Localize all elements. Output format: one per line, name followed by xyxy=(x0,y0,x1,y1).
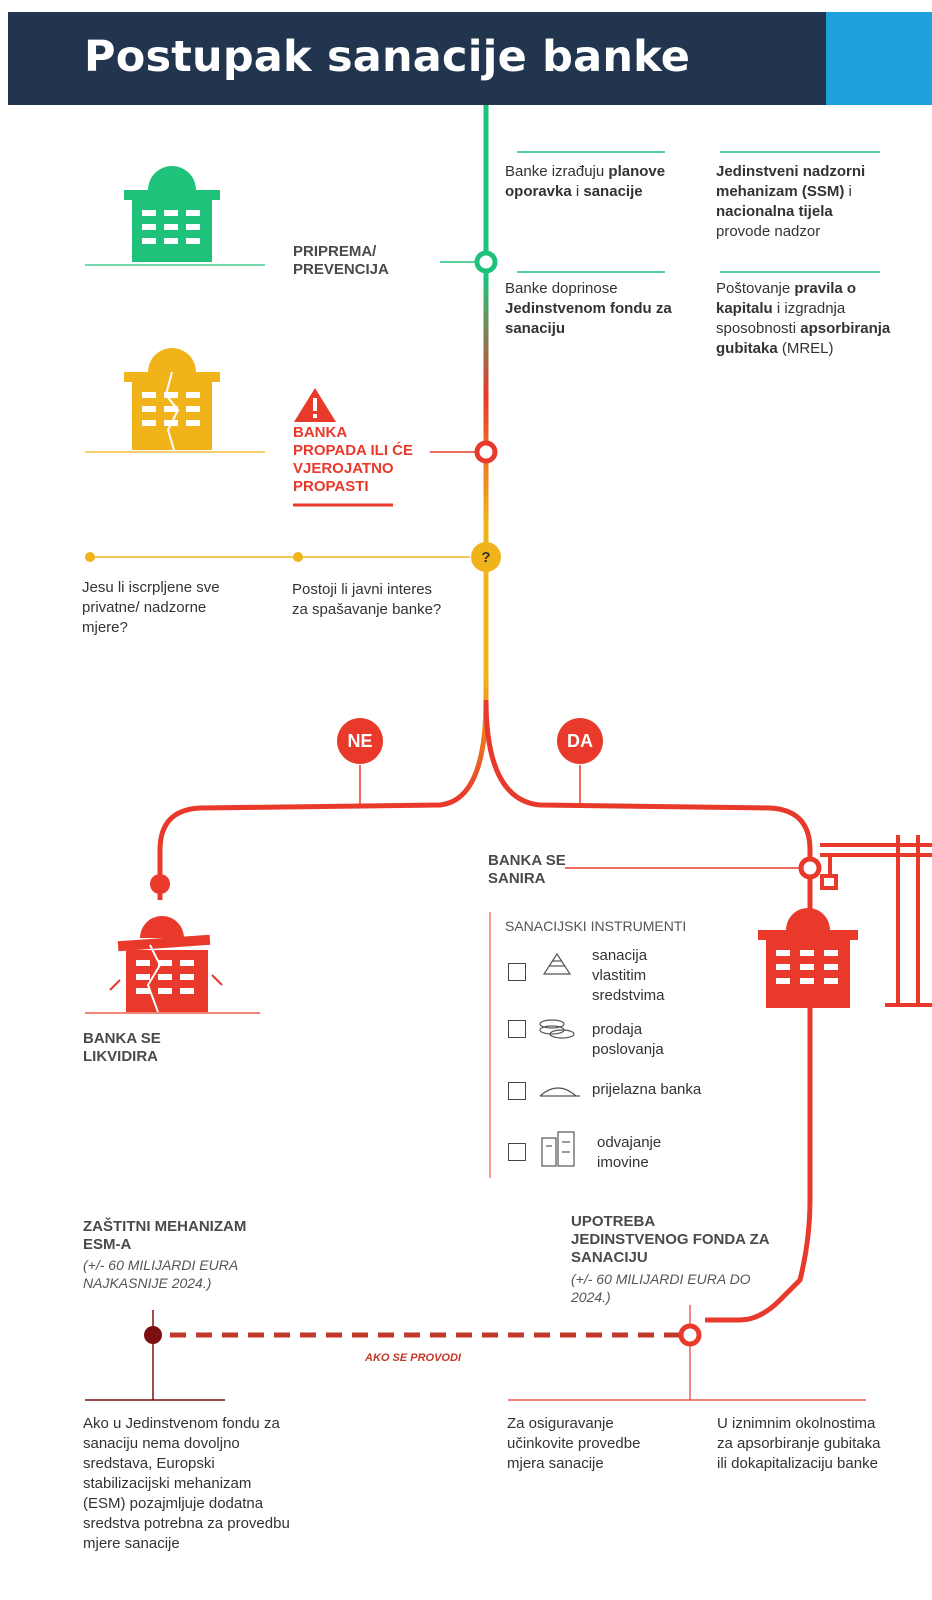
bank-red-icon xyxy=(758,908,858,1008)
resolution-label: BANKA SE SANIRA xyxy=(488,852,566,887)
stage1-label: PRIPREMA/ PREVENCIJA xyxy=(293,243,389,278)
instrument-bail-in: sanacija vlastitim sredstvima xyxy=(592,947,665,1004)
question-dot xyxy=(293,552,303,562)
esm-node xyxy=(144,1326,162,1344)
capital-rules-text: Poštovanje pravila o kapitalu i izgradnj… xyxy=(716,280,891,357)
esm-title: ZAŠTITNI MEHANIZAM ESM-A xyxy=(83,1218,247,1253)
srf-subtitle: (+/- 60 MILIJARDI EURA DO 2024.) xyxy=(571,1271,751,1305)
no-badge: NE xyxy=(337,718,383,764)
title-accent xyxy=(826,12,932,105)
stage1-node xyxy=(474,250,498,274)
buildings-icon xyxy=(541,1131,575,1167)
warning-icon xyxy=(294,388,336,422)
yes-branch-line xyxy=(483,699,813,1323)
pyramid-icon xyxy=(542,952,572,975)
question-1: Jesu li iscrpljene sve privatne/ nadzorn… xyxy=(82,579,220,636)
bridge-icon xyxy=(539,1087,580,1097)
esm-subtitle: (+/- 60 MILIJARDI EURA NAJKASNIJE 2024.) xyxy=(83,1257,239,1291)
instrument-checkbox[interactable] xyxy=(508,1082,526,1100)
liquidation-label: BANKA SE LIKVIDIRA xyxy=(83,1030,161,1065)
srf-title: UPOTREBA JEDINSTVENOG FONDA ZA SANACIJU xyxy=(571,1213,770,1266)
instrument-checkbox[interactable] xyxy=(508,963,526,981)
resolution-node xyxy=(798,856,822,880)
bank-collapsed-icon xyxy=(109,916,223,1013)
esm-text: Ako u Jedinstvenom fondu za sanaciju nem… xyxy=(83,1415,290,1552)
stage2-label: BANKA PROPADA ILI ĆE VJEROJATNO PROPASTI xyxy=(293,424,414,495)
plans-text: Banke izrađuju planove oporavka i sanaci… xyxy=(505,163,666,200)
page-title: Postupak sanacije banke xyxy=(84,32,691,82)
main-trunk-line xyxy=(157,105,489,900)
stage2-node xyxy=(474,440,498,464)
yes-badge: DA xyxy=(557,718,603,764)
question-2: Postoji li javni interes za spašavanje b… xyxy=(292,581,442,618)
question-badge: ? xyxy=(471,542,501,572)
dashed-link-label: AKO SE PROVODI xyxy=(365,1352,461,1364)
instrument-separation: odvajanje imovine xyxy=(597,1134,662,1171)
instrument-sale: prodaja poslovanja xyxy=(592,1021,664,1058)
instrument-checkbox[interactable] xyxy=(508,1020,526,1038)
srf-contrib-text: Banke doprinose Jedinstvenom fondu za sa… xyxy=(505,280,672,337)
srf-node xyxy=(678,1323,702,1347)
question-dot xyxy=(85,552,95,562)
crane-icon xyxy=(820,835,932,1007)
srf-text-1: Za osiguravanje učinkovite provedbe mjer… xyxy=(507,1415,641,1472)
coins-icon xyxy=(539,1019,575,1039)
liquidation-node xyxy=(150,874,170,894)
bank-green-icon xyxy=(124,166,220,262)
srf-text-2: U iznimnim okolnostima za apsorbiranje g… xyxy=(717,1415,881,1472)
instruments-title: SANACIJSKI INSTRUMENTI xyxy=(505,918,687,934)
title-bar xyxy=(8,12,932,105)
supervision-text: Jedinstveni nadzorni mehanizam (SSM) i n… xyxy=(716,163,866,240)
instrument-bridge: prijelazna banka xyxy=(592,1081,702,1098)
instrument-checkbox[interactable] xyxy=(508,1143,526,1161)
bank-yellow-icon xyxy=(124,348,220,451)
